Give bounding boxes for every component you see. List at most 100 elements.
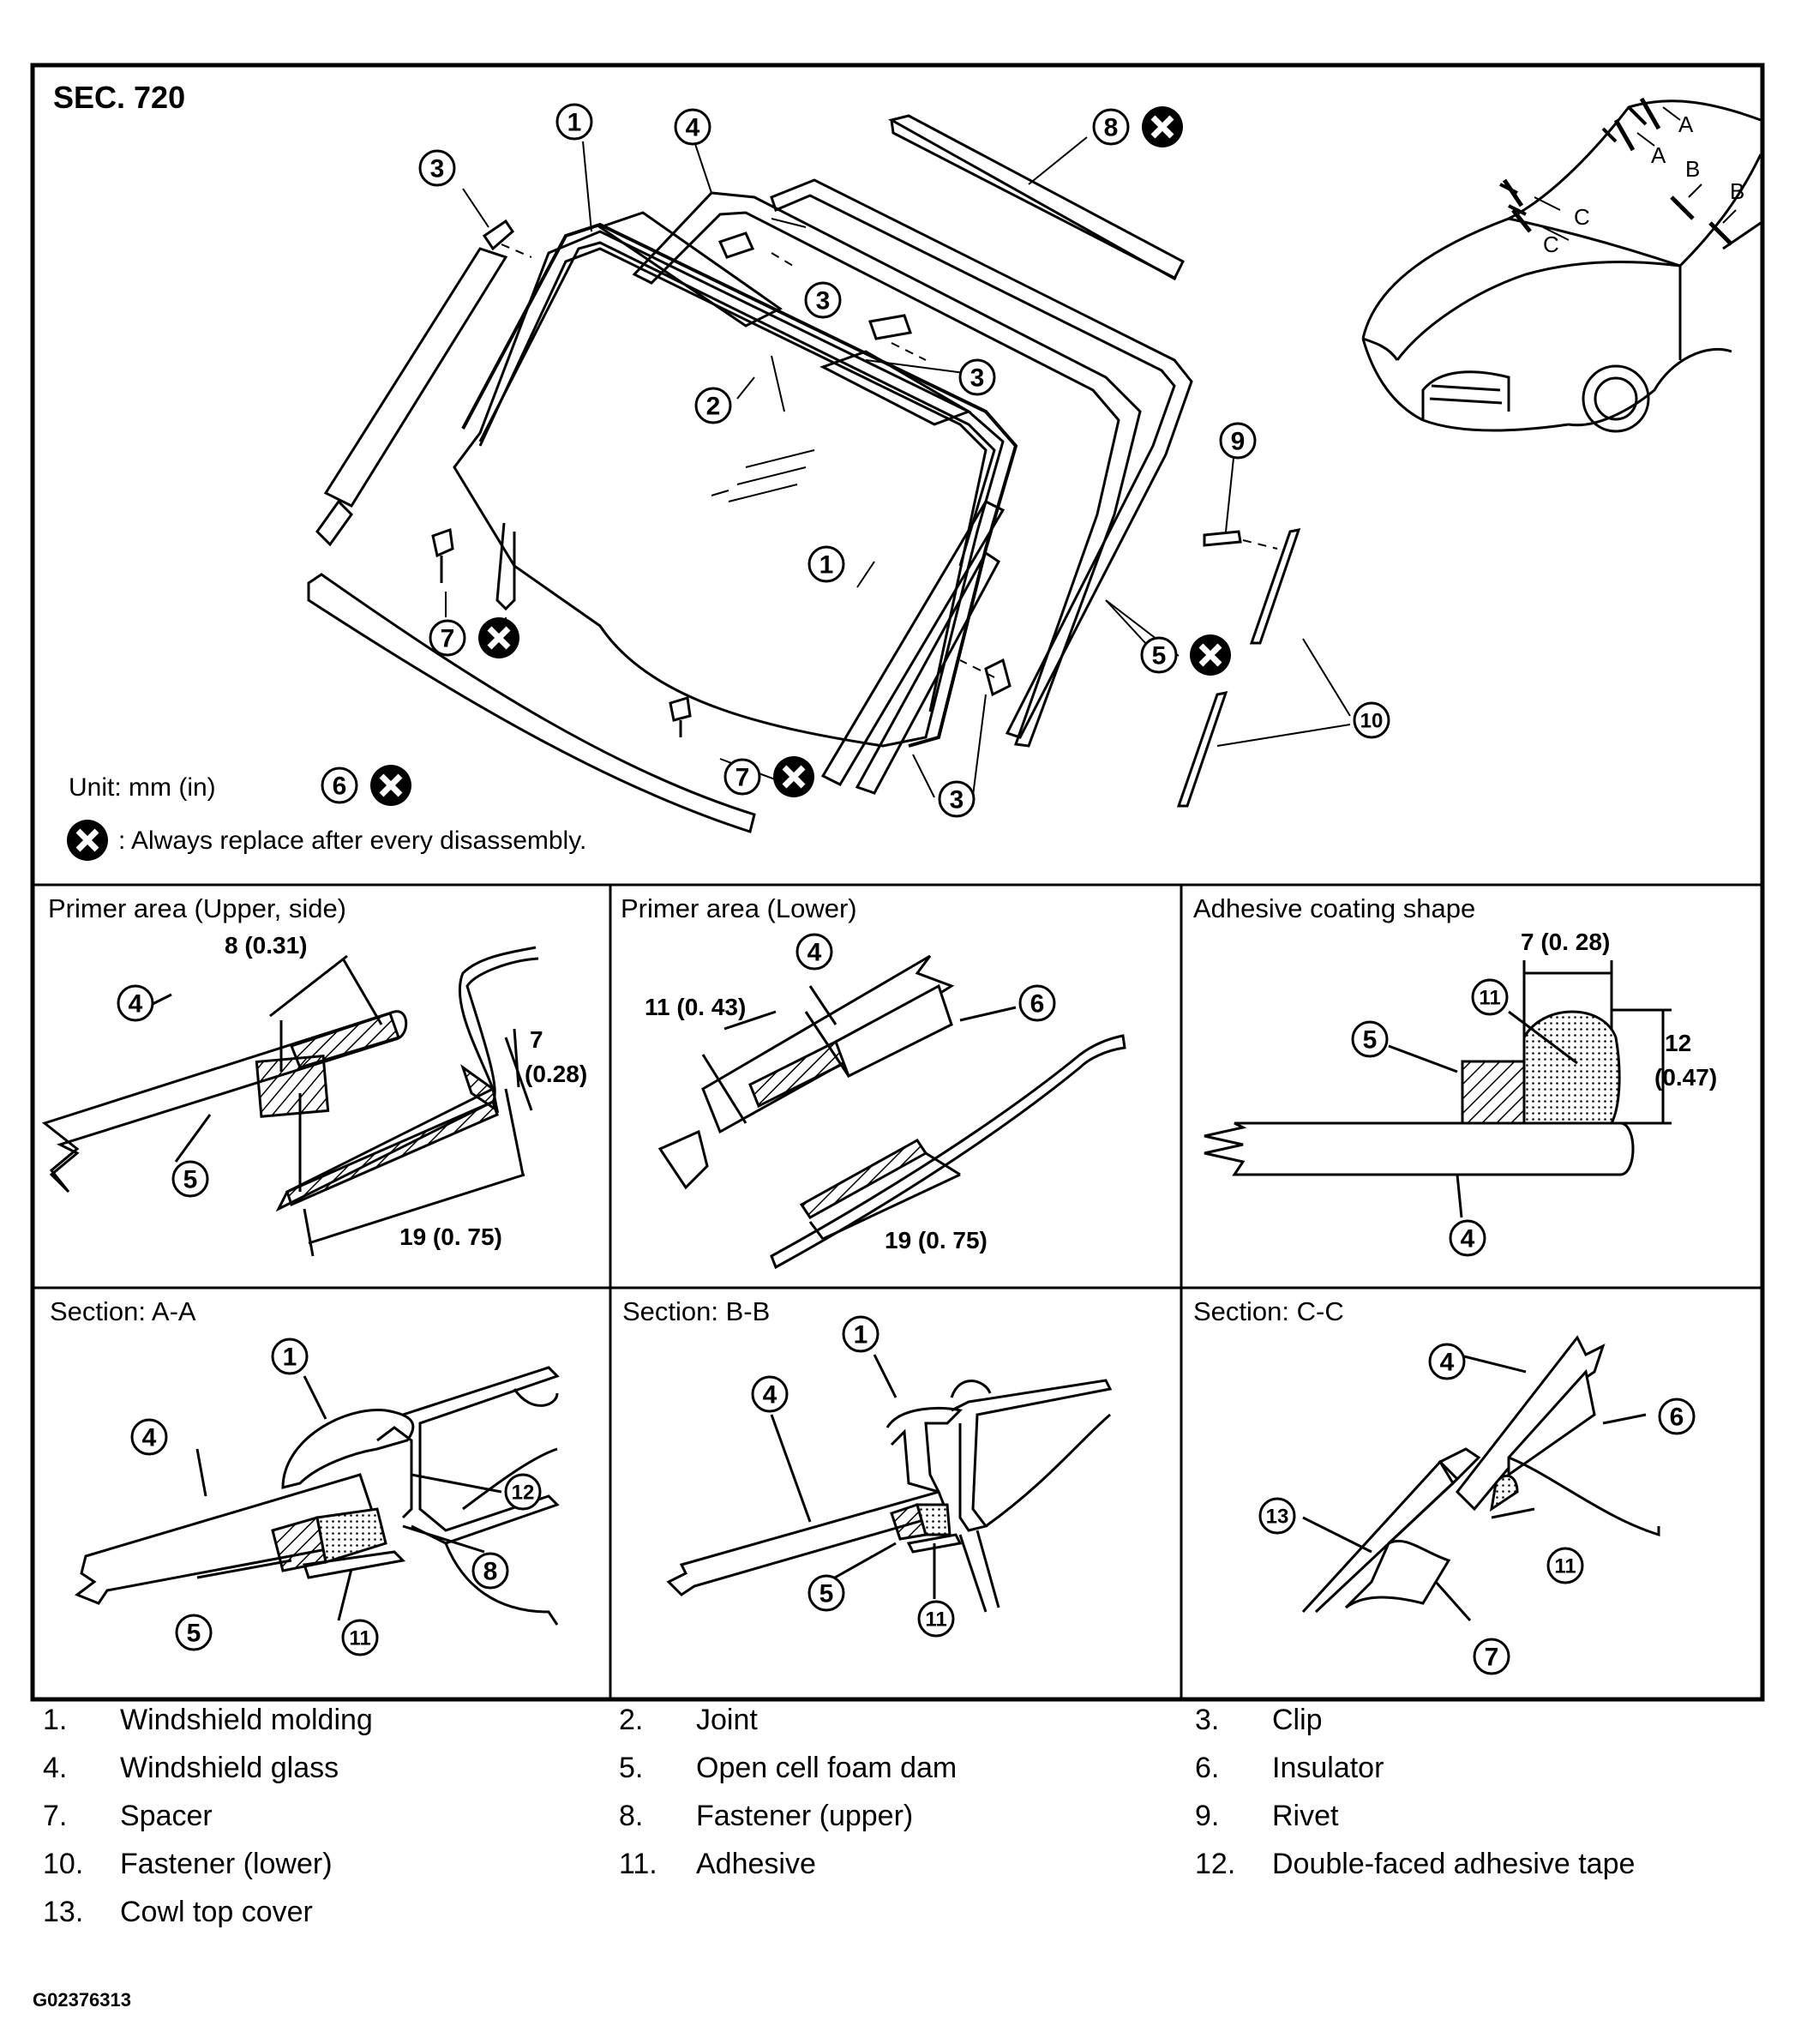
legend-number: 9. (1195, 1799, 1220, 1832)
svg-text:5: 5 (1152, 642, 1167, 670)
dim-12-in: (0.47) (1654, 1064, 1717, 1091)
callout-4: 4 (130, 1418, 168, 1456)
callout-3: 3 (804, 281, 842, 319)
section-label: SEC. 720 (53, 80, 185, 115)
svg-text:B: B (1730, 178, 1744, 204)
panel-adhesive-callouts: 11 5 4 (1351, 978, 1509, 1257)
section-marks: A A B B C C (1543, 111, 1744, 257)
callout-11: 11 (341, 1619, 379, 1656)
legend-part-name: Adhesive (696, 1847, 816, 1880)
panel-adhesive-shape (1204, 960, 1672, 1218)
legend-number: 11. (619, 1847, 657, 1880)
svg-text:4: 4 (1440, 1349, 1455, 1377)
legend-number: 3. (1195, 1703, 1220, 1736)
insulator (307, 573, 756, 833)
legend-number: 2. (619, 1703, 644, 1736)
panel-section-bb (666, 1354, 1113, 1613)
panel-primer-upper (41, 946, 539, 1257)
legend-part-name: Double-faced adhesive tape (1272, 1847, 1636, 1880)
legend-part-name: Open cell foam dam (696, 1751, 958, 1784)
callout-11: 11 (917, 1600, 955, 1638)
svg-text:5: 5 (183, 1166, 198, 1194)
svg-text:1: 1 (854, 1321, 868, 1350)
legend-part-name: Clip (1272, 1703, 1323, 1736)
svg-text:8: 8 (1104, 114, 1119, 142)
svg-text:1: 1 (567, 109, 582, 137)
callout-4: 4 (117, 984, 154, 1022)
panel-section-cc (1301, 1335, 1660, 1621)
unit-text: Unit: mm (in) (69, 773, 216, 802)
callout-2: 2 (694, 387, 732, 424)
dim-11: 11 (0. 43) (645, 994, 746, 1020)
panel-section-cc-callouts: 4 6 13 11 7 (1258, 1343, 1696, 1675)
svg-text:3: 3 (950, 786, 964, 815)
svg-text:5: 5 (819, 1580, 834, 1608)
panel-primer-upper-callouts: 4 5 (117, 984, 209, 1198)
callout-4: 4 (795, 933, 833, 971)
svg-text:11: 11 (1479, 987, 1500, 1010)
glass-outline (632, 191, 1142, 748)
replace-note: : Always replace after every disassembly… (118, 827, 586, 855)
callout-8: 8 (471, 1552, 509, 1590)
panel-title-primer-lower: Primer area (Lower) (621, 893, 857, 923)
callout-13: 13 (1258, 1497, 1296, 1535)
panel-primer-lower (657, 954, 1126, 1270)
callout-9: 9 (1219, 422, 1257, 460)
legend-number: 7. (43, 1799, 68, 1832)
callout-3: 3 (958, 358, 996, 396)
legend-item: 10.Fastener (lower) (33, 1846, 609, 1882)
svg-text:11: 11 (349, 1627, 370, 1650)
replace-markers (370, 106, 1231, 806)
callout-5: 5 (807, 1574, 845, 1612)
replace-icon (1142, 106, 1183, 147)
legend-number: 6. (1195, 1751, 1220, 1784)
svg-text:6: 6 (1030, 990, 1045, 1019)
svg-text:9: 9 (1231, 428, 1246, 456)
callout-12: 12 (504, 1473, 542, 1511)
panel-title-primer-upper: Primer area (Upper, side) (48, 893, 346, 923)
figure-frame (30, 63, 1765, 1702)
legend-item: 13.Cowl top cover (33, 1894, 609, 1930)
legend-item: 1.Windshield molding (33, 1702, 609, 1738)
svg-text:3: 3 (430, 155, 445, 183)
callout-7: 7 (723, 758, 761, 796)
legend-item: 11. Adhesive (609, 1846, 1185, 1882)
legend-part-name: Insulator (1272, 1751, 1384, 1784)
svg-text:11: 11 (925, 1608, 946, 1632)
svg-text:7: 7 (441, 625, 455, 653)
legend-item: 4.Windshield glass (33, 1750, 609, 1786)
svg-text:12: 12 (512, 1482, 535, 1505)
dim-12: 12 (1665, 1030, 1691, 1056)
callout-11: 11 (1471, 978, 1509, 1016)
dim-7-adhesive: 7 (0. 28) (1521, 929, 1610, 955)
svg-text:C: C (1543, 231, 1559, 257)
legend-number: 5. (619, 1751, 644, 1784)
dim-7-in: (0.28) (525, 1061, 587, 1087)
replace-icon (370, 765, 411, 806)
callout-3: 3 (418, 149, 456, 187)
dim-19-upper: 19 (0. 75) (399, 1223, 502, 1250)
legend-part-name: Cowl top cover (120, 1895, 313, 1928)
callout-4: 4 (1428, 1343, 1466, 1380)
svg-text:7: 7 (735, 764, 750, 792)
svg-text:4: 4 (129, 990, 143, 1019)
callout-4: 4 (1449, 1219, 1486, 1257)
legend-item: 9.Rivet (1185, 1798, 1764, 1834)
svg-text:11: 11 (1554, 1555, 1576, 1578)
callout-7: 7 (429, 619, 466, 657)
dim-8: 8 (0.31) (225, 932, 308, 959)
legend-item: 3. Clip (1185, 1702, 1764, 1738)
dim-19-lower: 19 (0. 75) (885, 1227, 988, 1253)
svg-text:13: 13 (1266, 1506, 1289, 1529)
svg-text:1: 1 (819, 551, 834, 580)
svg-text:5: 5 (187, 1620, 201, 1648)
callout-7: 7 (1473, 1638, 1510, 1675)
legend-number: 4. (43, 1751, 68, 1784)
callout-4: 4 (674, 108, 711, 146)
callout-5: 5 (171, 1160, 209, 1198)
exploded-view (307, 114, 1351, 833)
legend-number: 12. (1195, 1847, 1236, 1880)
replace-icon (1190, 634, 1231, 676)
callout-1: 1 (807, 545, 845, 583)
